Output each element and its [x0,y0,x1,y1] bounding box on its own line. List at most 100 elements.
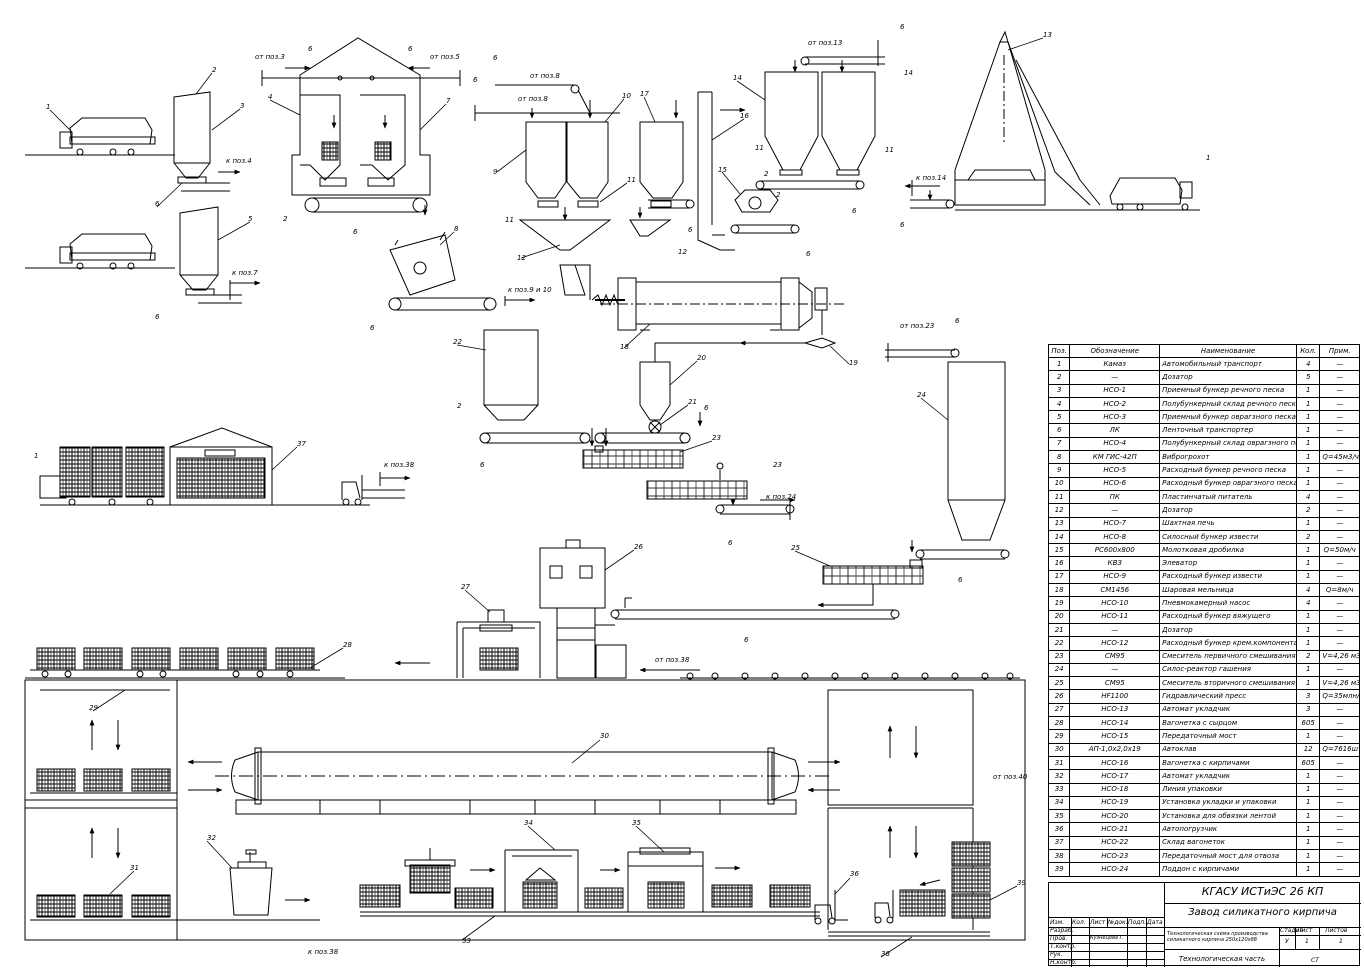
forklift-lower [814,890,894,925]
spec-cell-note: — [1319,476,1360,491]
receiving-bunker-ravine-sand [179,206,219,296]
spec-cell-code: НСО-13 [1069,702,1161,718]
spec-cell-pos: 3 [1047,383,1071,398]
spec-cell-qty: 1 [1295,436,1321,452]
position-number-32: 32 [207,834,216,842]
svg-text:6: 6 [852,207,857,215]
svg-text:1: 1 [34,452,38,460]
spec-cell-note: — [1319,716,1360,731]
svg-text:6: 6 [493,54,498,62]
spec-cell-note: — [1319,569,1360,585]
spec-cell-pos: 22 [1047,636,1071,651]
autoclave [187,747,841,815]
spec-cell-pos: 18 [1047,583,1071,598]
position-number-11: 11 [627,176,636,184]
position-number-20: 20 [697,354,706,362]
spec-cell-pos: 37 [1047,835,1071,850]
spec-cell-name: Установка для обвязки лентой [1159,809,1297,824]
spec-cell-code: НСО-5 [1069,463,1161,478]
spec-cell-code: НСО-20 [1069,809,1161,824]
spec-cell-note: — [1319,383,1360,398]
spec-cell-code: НСО-17 [1069,769,1161,784]
spec-cell-pos: 23 [1047,649,1071,664]
spec-cell-pos: 4 [1047,396,1071,412]
svg-text:6: 6 [408,45,413,53]
label-to-pos7: к поз.7 [232,269,258,277]
spec-cell-code: НСО-2 [1069,396,1161,412]
spec-cell-qty: 1 [1295,848,1321,864]
secondary-mixer [610,559,924,620]
spec-cell-name: Приемный бункер оврагзного песка [1159,410,1297,425]
spec-cell-name: Дозатор [1159,622,1297,638]
position-number-34: 34 [524,819,533,827]
spec-cell-note: — [1319,463,1360,478]
truck-top [25,117,175,156]
spec-cell-qty: 605 [1295,755,1321,771]
spec-cell-code: НСО-22 [1069,835,1161,850]
conveyor-arrows [394,660,700,673]
svg-text:6: 6 [728,539,733,547]
svg-text:6: 6 [155,313,160,321]
svg-text:14: 14 [904,69,913,77]
spec-cell-qty: 1 [1295,463,1321,478]
spec-cell-qty: 4 [1295,583,1321,598]
raw-brick-cars-row [25,647,345,679]
spec-cell-name: Шахтная печь [1159,516,1297,531]
org-code: КГАСУ ИСТиЭС 26 КП [1201,885,1324,898]
spec-cell-code: НСО-18 [1069,782,1161,797]
spec-cell-name: Смеситель вторичного смешивания [1159,676,1297,691]
col-doc: №док. [1108,919,1128,926]
spec-cell-name: Расходный бункер вяжущего [1159,609,1297,624]
spec-cell-code: — [1069,370,1161,385]
spec-cell-code: — [1069,622,1161,638]
packing-line [359,847,820,917]
spec-cell-pos: 36 [1047,822,1071,837]
supply-bunkers [474,84,695,251]
svg-text:6: 6 [353,228,358,236]
spec-cell-code: НСО-11 [1069,609,1161,624]
spec-cell-pos: 16 [1047,556,1071,571]
spec-cell-qty: 1 [1295,835,1321,850]
spec-cell-note: — [1319,702,1360,718]
position-number-2: 2 [212,66,217,74]
spec-cell-pos: 1 [1047,356,1071,372]
position-number-17: 17 [640,90,649,98]
label-from-pos5: от поз.5 [430,53,460,61]
spec-cell-name: Силосный бункер извести [1159,529,1297,545]
stage-value: У [1285,938,1289,945]
col-izm: Изм. [1050,919,1065,926]
label-from-pos13: от поз.13 [808,39,842,47]
svg-text:6: 6 [900,23,905,31]
spec-cell-name: Пневмокамерный насос [1159,596,1297,611]
hydraulic-press [539,539,627,679]
position-number-33: 33 [462,937,471,945]
spec-cell-code: Камаз [1069,356,1161,372]
spec-cell-qty: 2 [1295,503,1321,518]
spec-cell-pos: 9 [1047,463,1071,478]
spec-cell-code: НСО-16 [1069,755,1161,771]
truck-right [1109,177,1193,211]
spec-cell-name: Автомат укладчик [1159,769,1297,784]
spec-cell-note: — [1319,662,1360,678]
spec-cell-note: — [1319,848,1360,864]
position-number-21: 21 [688,398,697,406]
spec-cell-name: Автоклав [1159,742,1297,757]
spec-cell-code: ЛК [1069,423,1161,438]
spec-cell-qty: 4 [1295,489,1321,505]
